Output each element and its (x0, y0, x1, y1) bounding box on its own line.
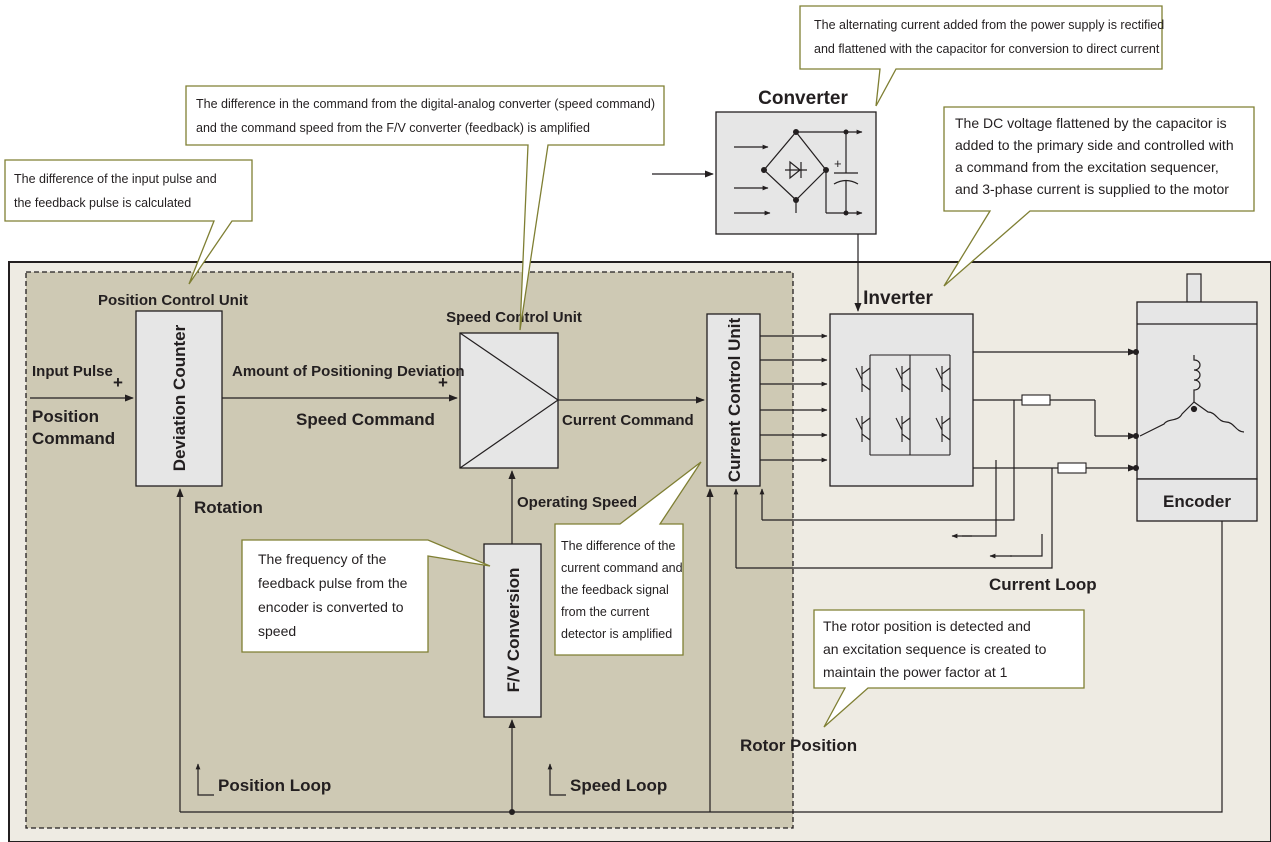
svg-text:detector is amplified: detector is amplified (561, 627, 672, 641)
current-detector-1 (1021, 394, 1051, 406)
position-loop-label: Position Loop (218, 776, 331, 795)
transistor-bridge-icon (855, 354, 951, 456)
inverter-label: Inverter (863, 288, 933, 309)
deviation-counter-label: Deviation Counter (170, 324, 189, 471)
fv-conversion-block (483, 543, 542, 718)
position-control-unit-label: Position Control Unit (98, 292, 248, 309)
svg-text:and the command speed from the: and the command speed from the F/V conve… (196, 121, 590, 135)
svg-text:from the current: from the current (561, 605, 650, 619)
svg-text:The difference in the command: The difference in the command from the d… (196, 97, 655, 111)
svg-text:The frequency of the: The frequency of the (258, 551, 387, 567)
speed-loop-label: Speed Loop (570, 776, 667, 795)
encoder-label: Encoder (1163, 492, 1231, 511)
rotation-label: Rotation (194, 498, 263, 517)
svg-text:encoder is converted to: encoder is converted to (258, 599, 404, 615)
svg-text:the feedback signal: the feedback signal (561, 583, 669, 597)
svg-text:+: + (834, 156, 842, 171)
rotor-position-callout: The rotor position is detected and an ex… (813, 609, 1085, 728)
position-command-label-line2: Command (32, 429, 115, 448)
svg-text:speed: speed (258, 623, 296, 639)
svg-text:current command and: current command and (561, 561, 683, 575)
svg-text:The difference of the: The difference of the (561, 539, 675, 553)
current-control-unit-block (706, 313, 761, 487)
svg-text:feedback pulse from the: feedback pulse from the (258, 575, 408, 591)
capacitor-icon: + (833, 129, 859, 216)
current-command-label: Current Command (562, 412, 694, 429)
svg-text:The rotor position is detected: The rotor position is detected and (823, 618, 1031, 634)
motor-shaft (1186, 273, 1202, 303)
fv-conversion-label: F/V Conversion (504, 568, 523, 693)
converter-callout: The alternating current added from the p… (799, 5, 1164, 107)
converter-label: Converter (758, 88, 848, 109)
svg-text:the feedback pulse is calculat: the feedback pulse is calculated (14, 196, 191, 210)
rotor-position-label: Rotor Position (740, 736, 857, 755)
fv-conversion-callout: The frequency of the feedback pulse from… (241, 539, 491, 653)
svg-text:The DC voltage flattened by th: The DC voltage flattened by the capacito… (955, 115, 1227, 131)
svg-text:an excitation sequence is crea: an excitation sequence is created to (823, 641, 1047, 657)
encoder-block (1136, 478, 1258, 522)
operating-speed-label: Operating Speed (517, 494, 637, 511)
position-command-label-line1: Position (32, 407, 99, 426)
motor-winding-icon (1139, 355, 1245, 437)
svg-text:The difference of the input pu: The difference of the input pulse and (14, 172, 217, 186)
plus-sign-1: + (113, 373, 123, 392)
speed-command-label: Speed Command (296, 410, 435, 429)
input-pulse-label: Input Pulse (32, 363, 113, 380)
svg-text:maintain the power factor at 1: maintain the power factor at 1 (823, 664, 1008, 680)
svg-text:added to the primary side and: added to the primary side and controlled… (955, 137, 1234, 153)
svg-text:The alternating current added: The alternating current added from the p… (814, 18, 1164, 32)
motor-block (1136, 301, 1258, 480)
speed-control-unit-label: Speed Control Unit (446, 309, 582, 326)
inverter-block (829, 313, 974, 487)
current-unit-callout: The difference of the current command an… (554, 461, 702, 656)
speed-amplifier-block (459, 332, 559, 469)
current-control-unit-label: Current Control Unit (725, 318, 744, 483)
svg-text:and flattened with the capacit: and flattened with the capacitor for con… (814, 42, 1160, 56)
positioning-deviation-label: Amount of Positioning Deviation (232, 363, 465, 380)
position-unit-callout: The difference of the input pulse and th… (4, 159, 253, 285)
speed-unit-callout: The difference in the command from the d… (185, 85, 665, 331)
current-loop-label: Current Loop (989, 575, 1097, 594)
svg-text:and 3-phase current is supplie: and 3-phase current is supplied to the m… (955, 181, 1229, 197)
inverter-callout: The DC voltage flattened by the capacito… (943, 106, 1255, 287)
svg-text:a command from the excitation: a command from the excitation sequencer, (955, 159, 1219, 175)
current-detector-2 (1057, 462, 1087, 474)
plus-sign-2: + (438, 373, 448, 392)
